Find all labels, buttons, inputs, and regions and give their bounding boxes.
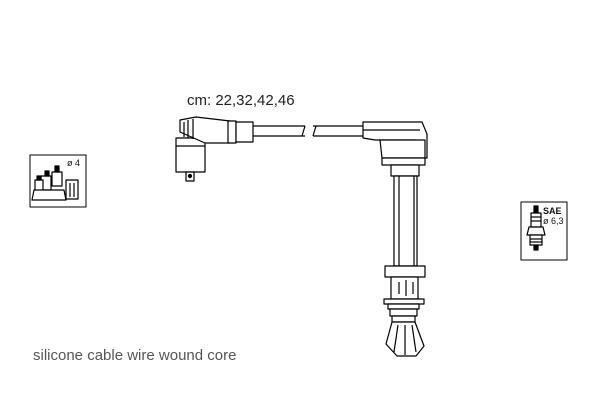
sae-standard-label: SAE bbox=[543, 206, 562, 216]
spark-plug-boot bbox=[362, 121, 428, 357]
ignition-cable bbox=[253, 125, 363, 137]
distributor-boot bbox=[175, 116, 254, 182]
spark-plug-diameter-label: ø 6,3 bbox=[543, 216, 564, 226]
cable-description-caption: silicone cable wire wound core bbox=[33, 347, 237, 364]
distributor-cap-icon bbox=[29, 154, 87, 208]
distributor-diameter-label: ø 4 bbox=[67, 158, 81, 168]
cable-lengths-label: cm: 22,32,42,46 bbox=[187, 92, 295, 109]
spark-plug-icon bbox=[520, 201, 568, 261]
